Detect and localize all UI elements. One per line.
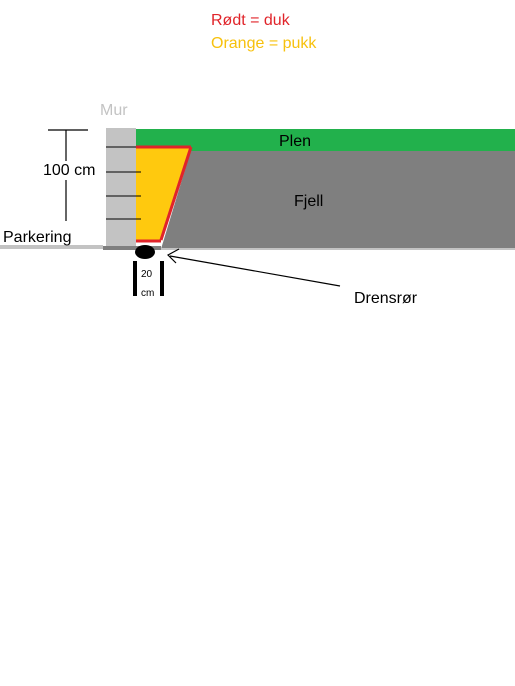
legend-red-fabric: Rødt = duk [211, 12, 291, 29]
lawn-strip [136, 129, 515, 151]
wall-base [103, 246, 161, 250]
rock-mass [161, 150, 515, 249]
drain-pipe-label: Drensrør [354, 290, 418, 307]
parking-ground [0, 245, 103, 249]
drain-pipe [135, 245, 155, 259]
height-label: 100 cm [43, 162, 95, 179]
ground-line [161, 248, 515, 250]
parking-label: Parkering [3, 229, 71, 246]
pipe-size-unit: cm [141, 288, 154, 299]
drain-pointer-line [169, 255, 341, 287]
wall-label: Mur [100, 102, 128, 119]
rock-label: Fjell [294, 193, 323, 210]
gravel-fill [136, 148, 190, 241]
legend-orange-gravel: Orange = pukk [211, 35, 317, 52]
lawn-label: Plen [279, 133, 311, 150]
pipe-size-value: 20 [141, 269, 153, 280]
drain-pointer-arrowhead [167, 248, 180, 264]
fabric-slope [159, 146, 193, 241]
wall [106, 128, 136, 246]
